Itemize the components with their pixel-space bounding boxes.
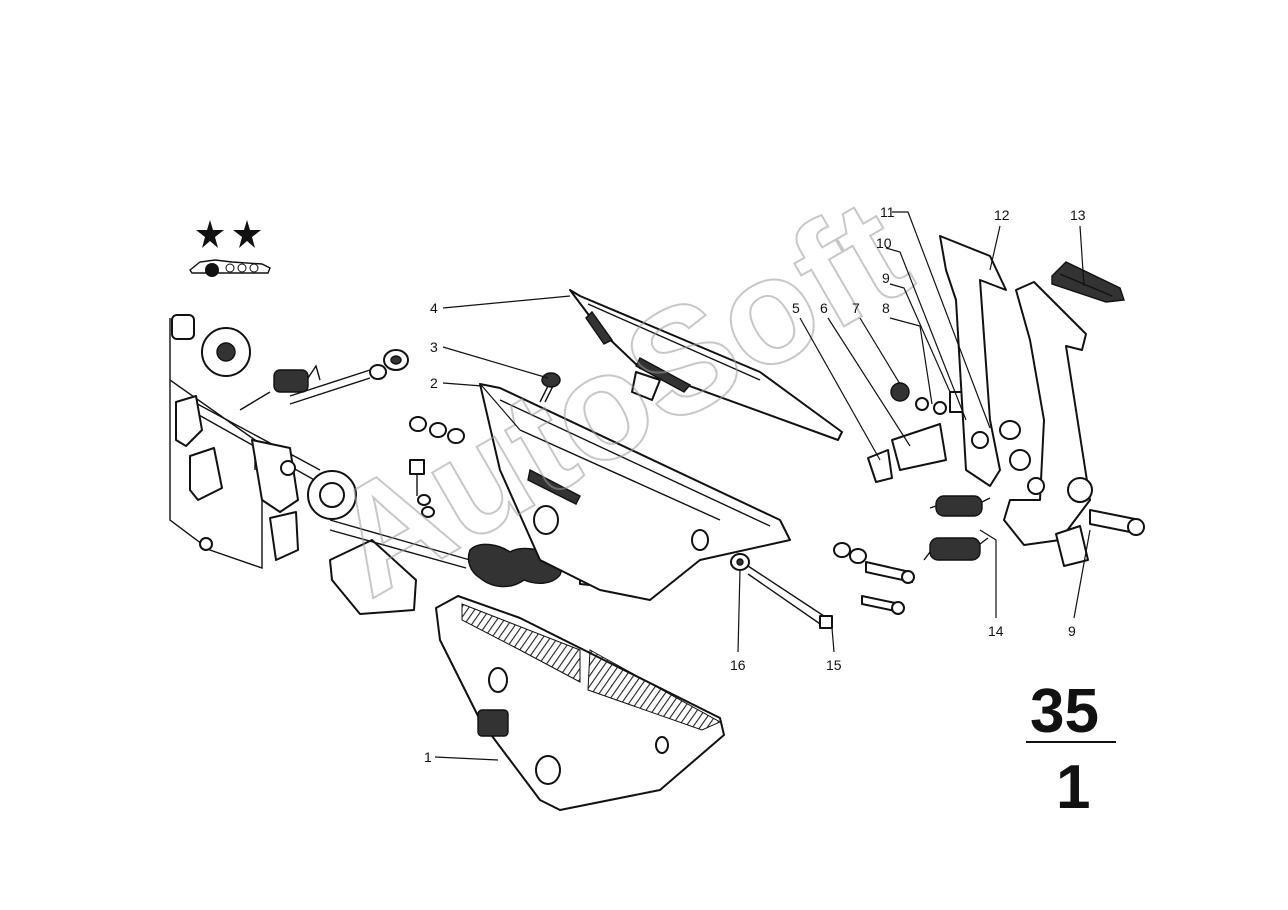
callout-5: 5	[792, 300, 800, 316]
callout-1: 1	[424, 749, 432, 765]
callout-labels: 1 2 3 4 5 6 7 8 9 9 10 11 12 13 14 15 16	[424, 204, 1086, 765]
upper-cover-part-4	[569, 289, 843, 441]
nut-set	[409, 416, 465, 518]
main-bracket-part-2	[479, 383, 791, 601]
bolt-set	[833, 542, 915, 615]
callout-14: 14	[988, 623, 1004, 639]
group-number-bottom: 1	[1056, 753, 1090, 822]
callout-2: 2	[430, 375, 438, 391]
pivot-bracket-parts-5-8	[867, 382, 967, 483]
callout-6: 6	[820, 300, 828, 316]
group-number-top: 35	[1030, 677, 1099, 746]
double-star-icon	[196, 220, 261, 248]
pedal-pad-part-13	[1051, 261, 1125, 303]
callout-4: 4	[430, 300, 438, 316]
callout-8: 8	[882, 300, 890, 316]
car-silhouette-icon	[189, 259, 271, 277]
brake-pedal	[1003, 281, 1145, 567]
callout-16: 16	[730, 657, 746, 673]
return-spring	[239, 364, 371, 411]
callout-9-lower: 9	[1068, 623, 1076, 639]
callout-12: 12	[994, 207, 1010, 223]
callout-15: 15	[826, 657, 842, 673]
clutch-pedal-part-12	[939, 235, 1031, 487]
springs-part-14	[923, 495, 991, 561]
pushrod-part-15	[730, 553, 833, 629]
callout-13: 13	[1070, 207, 1086, 223]
pedal-shaft-assembly	[169, 314, 321, 569]
callout-9-upper: 9	[882, 270, 890, 286]
callout-3: 3	[430, 339, 438, 355]
leader-lines	[434, 211, 1091, 761]
lower-cover-part-1	[435, 595, 725, 811]
callout-11: 11	[880, 204, 895, 220]
callout-7: 7	[852, 300, 860, 316]
screw-part-3	[539, 372, 561, 403]
bushing-washer	[369, 349, 409, 380]
callout-10: 10	[876, 235, 892, 251]
group-number: 35 1	[1026, 677, 1116, 822]
